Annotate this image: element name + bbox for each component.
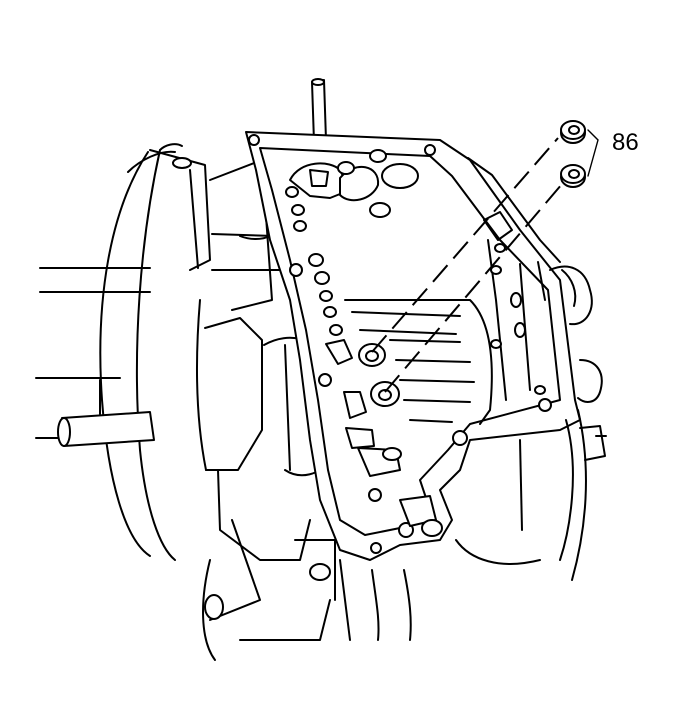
lower-case [339, 439, 541, 641]
valve-body-gasket [245, 131, 581, 561]
seal-upper [560, 120, 586, 144]
bell-housing [35, 143, 211, 561]
output-shaft [57, 379, 155, 447]
exploded-seals [371, 120, 599, 393]
vertical-shaft [311, 78, 327, 143]
installed-seals [358, 343, 400, 407]
leader-line-upper [371, 137, 559, 353]
seal-lower [560, 164, 586, 188]
leader-line-lower [384, 183, 563, 393]
callout-label-86: 86 [612, 129, 639, 156]
valve-body [467, 157, 607, 581]
callout-bracket [587, 129, 599, 177]
